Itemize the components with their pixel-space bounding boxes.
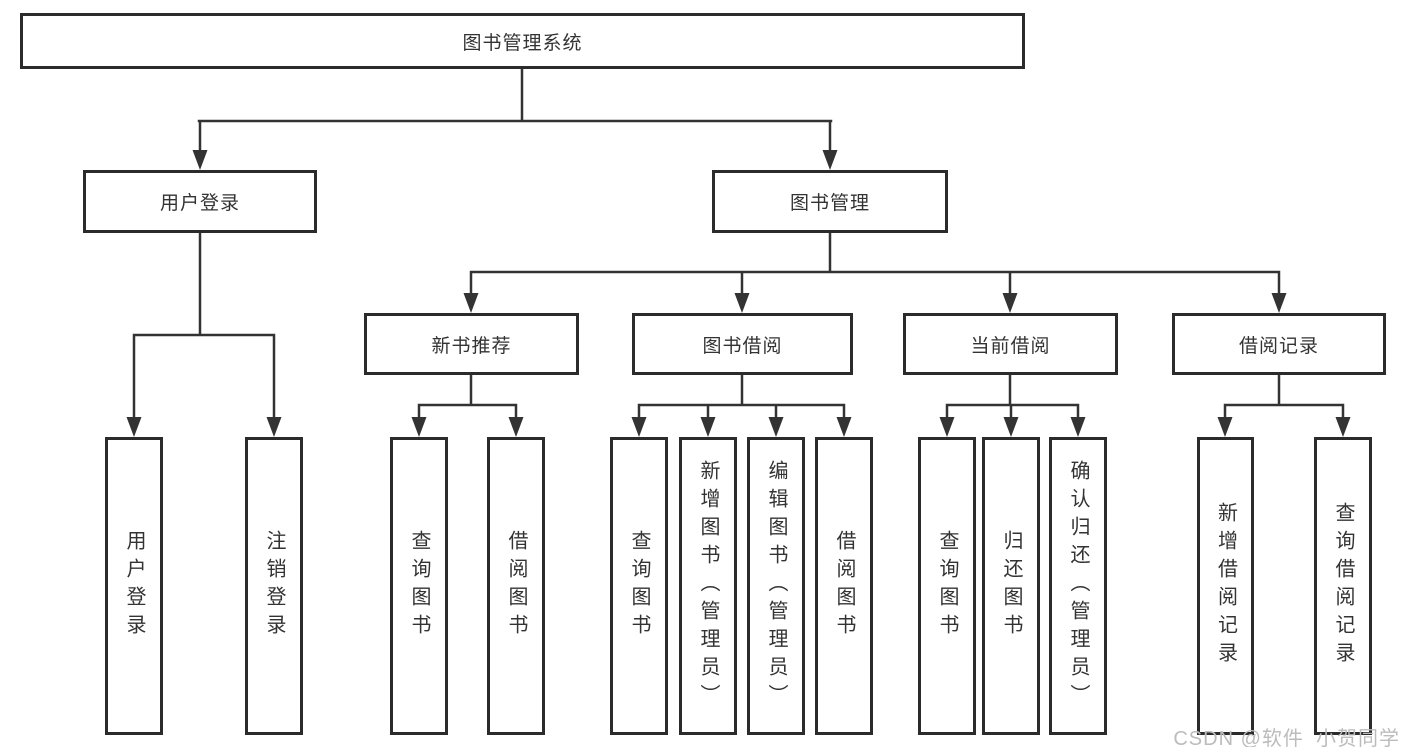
leaf-borrow-add-books-admin: 新增图书（管理员） [679, 437, 737, 735]
leaf-label: 查询借阅记录 [1332, 502, 1354, 670]
leaf-label: 新增图书（管理员） [697, 460, 719, 712]
leaf-recommend-query-books: 查询图书 [390, 437, 448, 735]
leaf-borrow-borrow-books: 借阅图书 [815, 437, 873, 735]
leaf-label: 查询图书 [628, 530, 650, 642]
leaf-label: 用户登录 [123, 530, 145, 642]
node-label: 新书推荐 [431, 335, 512, 357]
leaf-records-query-record: 查询借阅记录 [1314, 437, 1372, 735]
node-book-management: 图书管理 [712, 170, 948, 233]
leaf-label: 借阅图书 [833, 530, 855, 642]
node-book-borrow: 图书借阅 [632, 313, 853, 375]
leaf-current-confirm-return-admin: 确认归还（管理员） [1049, 437, 1107, 735]
node-root-library-system: 图书管理系统 [20, 13, 1025, 69]
node-label: 借阅记录 [1238, 335, 1319, 357]
node-new-book-recommend: 新书推荐 [364, 313, 579, 375]
node-current-borrow: 当前借阅 [903, 313, 1118, 375]
leaf-logout: 注销登录 [245, 437, 303, 735]
node-borrow-records: 借阅记录 [1172, 313, 1386, 375]
leaf-borrow-edit-books-admin: 编辑图书（管理员） [747, 437, 805, 735]
csdn-watermark: CSDN @软件_小贺同学 [1173, 728, 1400, 747]
leaf-label: 确认归还（管理员） [1067, 460, 1089, 712]
leaf-label: 编辑图书（管理员） [765, 460, 787, 712]
leaf-label: 归还图书 [1000, 530, 1022, 642]
node-user-login: 用户登录 [83, 170, 317, 233]
node-label: 图书管理 [789, 193, 870, 214]
node-label: 用户登录 [159, 193, 240, 214]
leaf-records-add-record: 新增借阅记录 [1197, 437, 1254, 735]
leaf-user-login: 用户登录 [105, 437, 163, 735]
leaf-current-return-books: 归还图书 [982, 437, 1040, 735]
leaf-recommend-borrow-books: 借阅图书 [487, 437, 545, 735]
leaf-label: 注销登录 [263, 530, 285, 642]
leaf-current-query-books: 查询图书 [918, 437, 976, 735]
node-label: 当前借阅 [970, 335, 1051, 357]
leaf-label: 新增借阅记录 [1214, 502, 1237, 670]
leaf-label: 查询图书 [408, 530, 430, 642]
node-label: 图书借阅 [702, 335, 783, 357]
leaf-label: 借阅图书 [505, 530, 527, 642]
leaf-label: 查询图书 [936, 530, 958, 642]
leaf-borrow-query-books: 查询图书 [610, 437, 668, 735]
node-label: 图书管理系统 [462, 32, 583, 54]
